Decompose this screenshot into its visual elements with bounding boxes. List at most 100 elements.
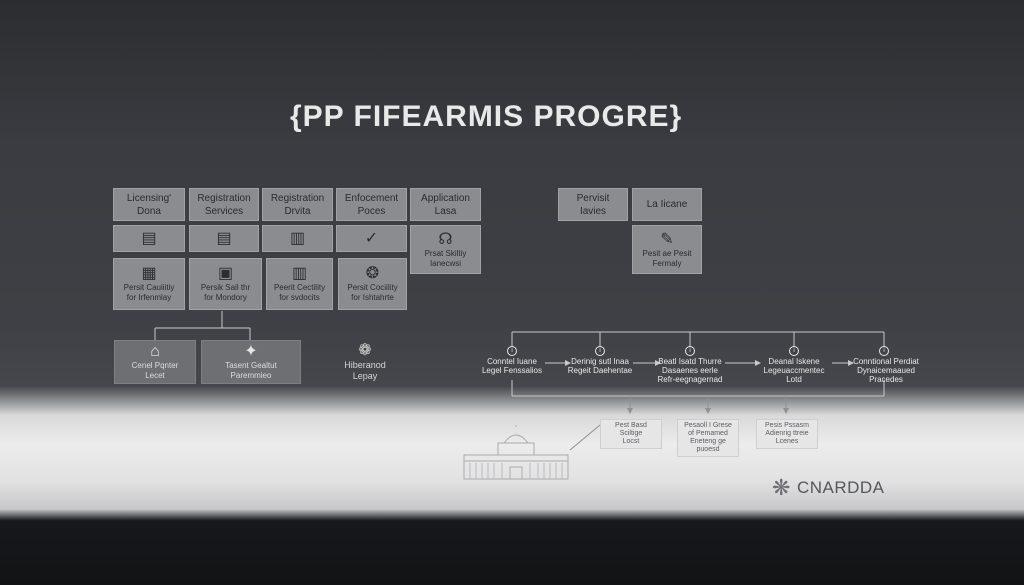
cell-text: Prsat Skiltiy: [424, 248, 467, 258]
diagram-title: {PP FIFEARMIS PROGRE}: [290, 100, 683, 133]
flower-icon: ❁: [358, 342, 372, 359]
cell-text: Lecet: [145, 371, 165, 380]
header-line: Pervisit: [576, 192, 610, 204]
header-line: Iavies: [579, 205, 607, 217]
bottom-box-transit: ✦ Tasent Gealtut Paremmieo: [201, 340, 301, 384]
header-line: Poces: [357, 205, 386, 217]
book-icon: ▥: [289, 229, 306, 247]
row3-cell: ❂ Persit Cociility for Ishtahrte: [338, 258, 407, 310]
sub-box-text: Locst: [622, 438, 640, 445]
cell-text: Tasent Gealtut: [225, 361, 277, 370]
spark-icon: ✦: [244, 343, 258, 360]
sub-box-text: Pesaoll I Grese: [684, 422, 732, 429]
header-line: Licensing': [126, 192, 172, 204]
seal-icon: ❋: [772, 475, 791, 500]
node-text: Dasaenes eerle: [661, 366, 719, 375]
header-licensing: Licensing' Dona: [113, 188, 185, 221]
header-registration-drvita: Registration Drvita: [262, 188, 333, 221]
brand-name: CNARDDA: [796, 478, 885, 497]
header-registration-services: Registration Services: [189, 188, 259, 221]
brand-logo: ❋ CNARDDA: [772, 475, 885, 501]
cell-text: Persit Cociility: [347, 283, 398, 292]
node-text: Legeuaccmentec: [763, 366, 825, 375]
cell-text: Cenel Pqnter: [131, 361, 179, 370]
header-line: Registration: [197, 192, 251, 204]
header-license: La Iicane: [632, 188, 702, 221]
sub-box-text: Lcenes: [775, 438, 799, 445]
home-icon: ⌂: [150, 343, 160, 360]
header-line: Registration: [270, 192, 325, 204]
sub-box-text: Adienrig ttreie: [765, 430, 809, 437]
cell-text: for Irfenmlay: [126, 293, 172, 302]
flow-marker-icon: i: [507, 346, 517, 356]
cell-text: for Ishtahrte: [351, 293, 394, 302]
header-enforcement: Enfocement Poces: [336, 188, 407, 221]
document-icon: ▤: [141, 229, 157, 247]
check-circle-icon: ✓: [364, 229, 379, 247]
flow-marker-icon: i: [685, 346, 695, 356]
cell-text: Paremmieo: [230, 371, 272, 380]
node-text: Legel Fenssalios: [481, 366, 543, 375]
flow-marker-icon: i: [595, 346, 605, 356]
node-text: Derinig sutl Inaa: [571, 357, 629, 366]
node-text: Pracedes: [869, 375, 903, 384]
headset-icon: ☊: [438, 230, 453, 248]
node-text: Beatl Isatd Thurre: [658, 357, 722, 366]
node-text: Conntional Perdiat: [853, 357, 919, 366]
flow-node: Deanal Iskene Legeuaccmentec Lotd: [750, 357, 838, 384]
header-line: La Iicane: [646, 199, 688, 210]
flow-node: Conntel Iuane Legel Fenssalios: [468, 357, 556, 375]
header-line: Drvita: [284, 205, 311, 217]
row2-cell: ▤: [189, 225, 259, 252]
government-building-icon: [463, 425, 569, 480]
badge-icon: ❂: [365, 265, 380, 282]
flow-node: Derinig sutl Inaa Regeit Daehentae: [556, 357, 644, 375]
bottom-box-center-register: ⌂ Cenel Pqnter Lecet: [114, 340, 196, 384]
floating-text: Hiberanod: [344, 360, 386, 370]
header-line: Dona: [137, 205, 161, 217]
bar-chart-icon: ▥: [291, 265, 308, 282]
license-detail-cell: ✎ Pesit ae Pesit Fermaly: [632, 225, 702, 274]
row2-cell: ▤: [113, 225, 185, 252]
sub-box-text: Pesis Pssasm: [765, 422, 809, 429]
header-pervisit: Pervisit Iavies: [558, 188, 628, 221]
report-icon: ▣: [217, 265, 234, 282]
flow-node: Conntional Perdiat Dynaicemaaued Pracede…: [842, 357, 930, 384]
node-text: Lotd: [786, 375, 802, 384]
header-line: Lasa: [434, 205, 457, 217]
header-application: Application Lasa: [410, 188, 481, 221]
chart-icon: ▦: [141, 265, 157, 282]
cell-text: for Mondory: [204, 293, 247, 302]
sub-box-text: of Pemamed: [688, 430, 728, 437]
row2-cell: ✓: [336, 225, 407, 252]
row3-cell: ▦ Persit Cauiiitiy for Irfenmlay: [113, 258, 185, 310]
node-text: Dynaicemaaued: [857, 366, 915, 375]
flow-node: Beatl Isatd Thurre Dasaenes eerle Refr-e…: [646, 357, 734, 384]
cell-text: Pesit ae Pesit: [642, 248, 692, 258]
node-text: Regeit Daehentae: [567, 366, 633, 375]
flow-marker-icon: i: [789, 346, 799, 356]
row3-cell: ▥ Peerit Cectility for svdocits: [266, 258, 333, 310]
sub-box-text: Eneteng ge puoesd: [690, 438, 726, 453]
cell-text: Fermaly: [652, 258, 682, 268]
sub-box: Pesaoll I Grese of Pemamed Eneteng ge pu…: [677, 419, 739, 457]
row3-cell: ▣ Persik Sail thr for Mondory: [189, 258, 262, 310]
cell-text: Peerit Cectility: [273, 283, 326, 292]
floating-text: Lepay: [352, 371, 378, 381]
node-text: Refr-eegnagernad: [657, 375, 723, 384]
floating-item: ❁ Hiberanod Lepay: [333, 342, 397, 382]
flow-marker-icon: i: [879, 346, 889, 356]
node-text: Deanal Iskene: [768, 357, 820, 366]
node-text: Conntel Iuane: [487, 357, 537, 366]
header-line: Enfocement: [344, 192, 399, 204]
header-line: Application: [421, 192, 470, 204]
sub-box: Pesis Pssasm Adienrig ttreie Lcenes: [756, 419, 818, 449]
application-detail-cell: ☊ Prsat Skiltiy Ianecwsi: [410, 225, 481, 274]
pen-icon: ✎: [660, 230, 674, 248]
header-line: Services: [204, 205, 244, 217]
sub-box-text: Pest Basd Sciltige: [615, 422, 647, 437]
cell-text: for svdocits: [279, 293, 320, 302]
cell-text: Ianecwsi: [429, 258, 462, 268]
cell-text: Persik Sail thr: [200, 283, 251, 292]
